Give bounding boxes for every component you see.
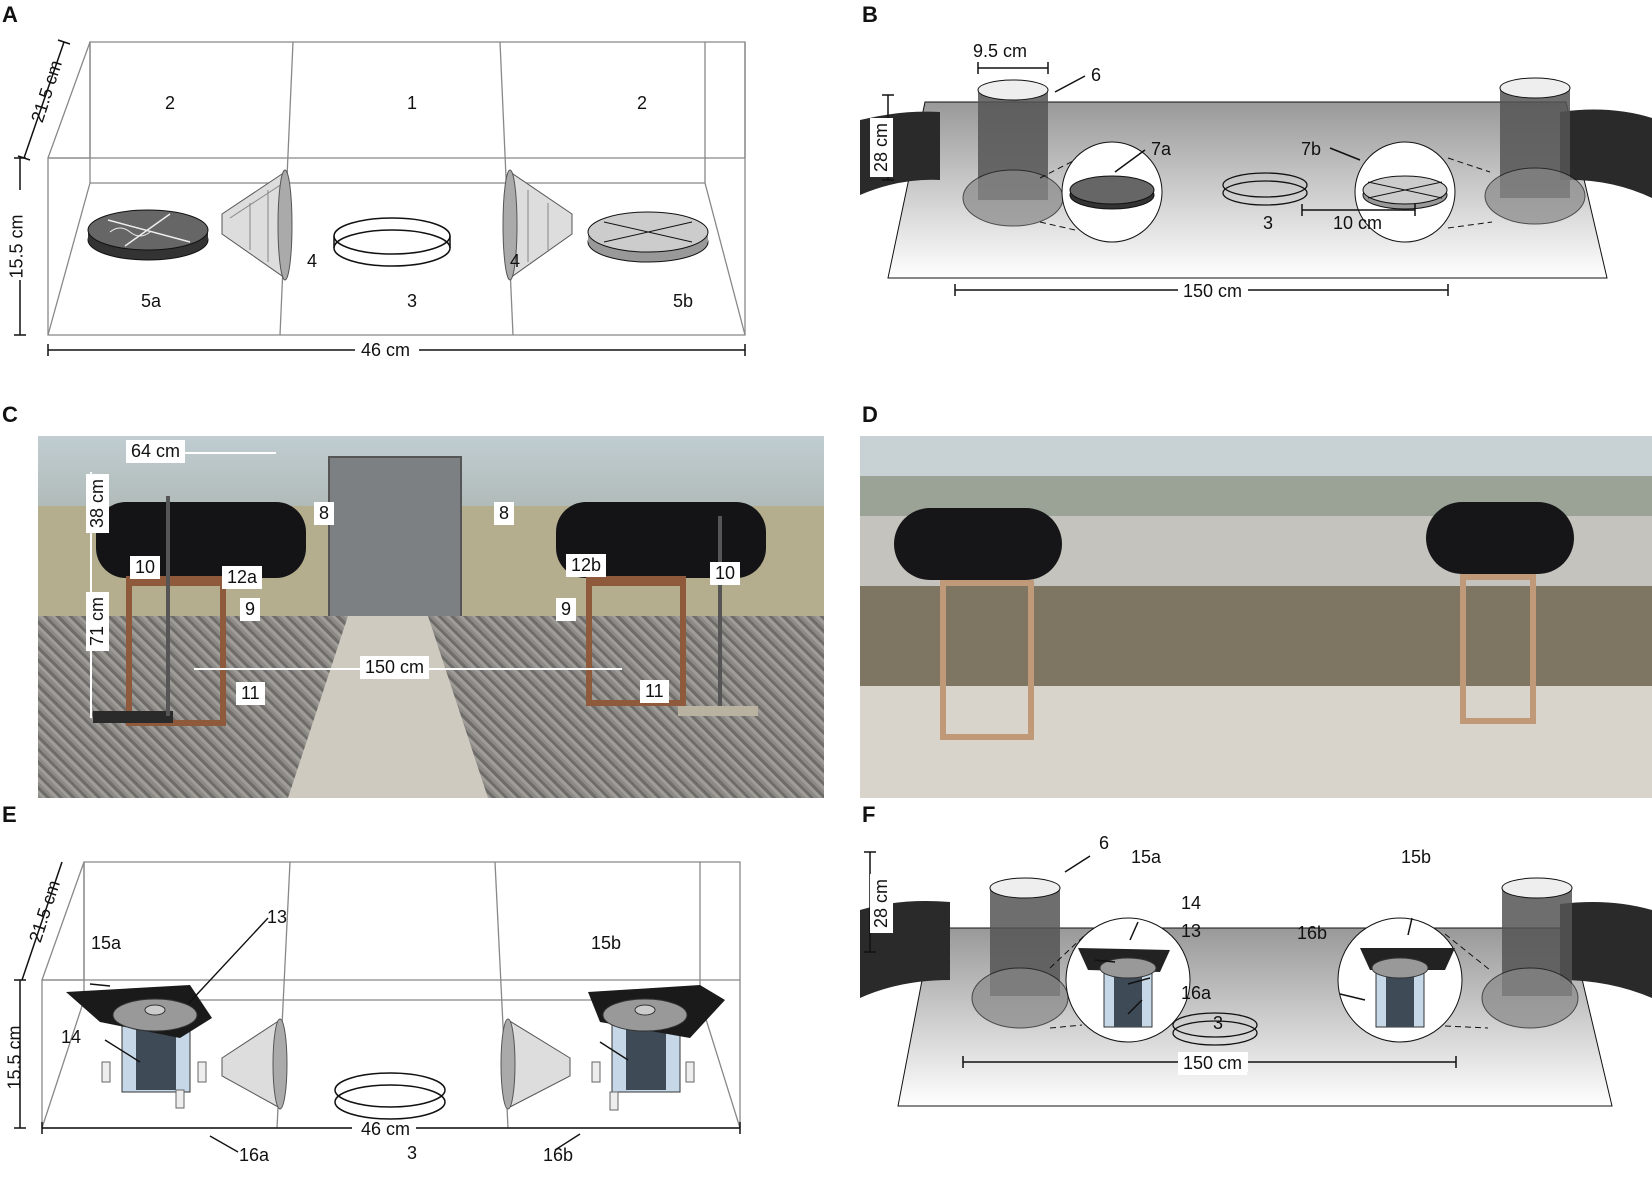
dim-height-e: 15.5 cm	[4, 1025, 25, 1090]
label-16a-e: 16a	[239, 1145, 270, 1165]
label-3-a: 3	[407, 291, 418, 311]
ring-3	[333, 217, 451, 267]
tag-12a: 12a	[222, 566, 263, 589]
tag-8-left: 8	[314, 502, 335, 525]
label-15b-f: 15b	[1401, 847, 1432, 867]
panel-e: E	[0, 800, 800, 1194]
petri-dish-5a	[87, 209, 209, 261]
panel-f: F	[860, 800, 1652, 1194]
label-6-b: 6	[1091, 65, 1102, 85]
cylinder-6-left	[962, 79, 1064, 227]
dim-width-a: 46 cm	[361, 340, 411, 360]
label-15a-f: 15a	[1131, 847, 1162, 867]
cone-4-left	[221, 169, 293, 281]
dim-span-c: 150 cm	[360, 656, 430, 679]
dim-stand-c: 71 cm	[86, 591, 110, 652]
tube-right-d	[1426, 502, 1574, 574]
zone-2-right: 2	[637, 93, 648, 113]
label-6-f: 6	[1099, 833, 1110, 853]
zone-1: 1	[407, 93, 418, 113]
tag-11-left: 11	[236, 682, 265, 705]
panel-label-a: A	[2, 2, 18, 27]
panel-label-e: E	[2, 802, 17, 827]
panel-b: B	[860, 0, 1652, 380]
cylinder-6-right-f	[1481, 877, 1579, 1029]
stand-left-d	[940, 580, 1034, 740]
field-diagram-b	[860, 62, 1652, 300]
ring-3-e	[334, 1072, 446, 1120]
arena-diagram-e	[14, 861, 741, 1153]
label-3-e: 3	[407, 1143, 418, 1163]
tag-9-left: 9	[240, 598, 261, 621]
label-5b: 5b	[673, 291, 694, 311]
panel-a: A	[0, 0, 800, 380]
dim-span-b: 150 cm	[1178, 280, 1248, 303]
stand-right	[586, 576, 686, 706]
panel-label-b: B	[862, 2, 878, 27]
dim-height-f: 28 cm	[870, 873, 894, 934]
dim-length-c: 64 cm	[126, 440, 186, 463]
dim-tube-c: 38 cm	[86, 473, 110, 534]
label-16b-f: 16b	[1297, 923, 1328, 943]
field-photo-d	[860, 436, 1652, 798]
label-15b-e: 15b	[591, 933, 622, 953]
zone-2-left: 2	[165, 93, 176, 113]
label-4-right: 4	[510, 251, 521, 271]
trap-left	[66, 985, 212, 1109]
tag-10-left: 10	[130, 556, 161, 579]
panel-d: D	[840, 400, 1652, 800]
dim-inner-b: 10 cm	[1333, 213, 1383, 233]
label-7b: 7b	[1301, 139, 1322, 159]
stand-right-d	[1460, 574, 1536, 724]
cylinder-6-right	[1484, 77, 1586, 225]
dim-height-b: 28 cm	[870, 117, 894, 178]
panel-c: C 64 cm 38 cm 71 cm 150 cm 8 8 10 10 12a…	[0, 400, 830, 800]
label-14-e: 14	[61, 1027, 82, 1047]
cylinder-6-left-f	[971, 877, 1069, 1029]
label-7a: 7a	[1151, 139, 1172, 159]
field-photo-c	[38, 436, 824, 798]
cone-4-right	[502, 169, 573, 281]
stand-left	[126, 576, 226, 726]
label-14-f: 14	[1181, 893, 1202, 913]
label-15a-e: 15a	[91, 933, 122, 953]
dim-height-a: 15.5 cm	[6, 214, 27, 279]
dim-width-e: 46 cm	[361, 1119, 411, 1139]
panel-label-d: D	[862, 402, 878, 427]
cone-right-e	[500, 1018, 571, 1110]
panel-label-c: C	[2, 402, 18, 427]
tag-9-right: 9	[556, 598, 577, 621]
arena-diagram-a	[12, 39, 746, 360]
label-4-left: 4	[307, 251, 318, 271]
petri-dish-5b	[587, 211, 709, 263]
tag-12b: 12b	[566, 554, 607, 577]
tag-10-right: 10	[710, 562, 741, 585]
label-3-b: 3	[1263, 213, 1274, 233]
tube-left	[96, 502, 306, 578]
cone-left-e	[221, 1018, 288, 1110]
label-5a: 5a	[141, 291, 162, 311]
label-16b-e: 16b	[543, 1145, 574, 1165]
panel-label-f: F	[862, 802, 876, 827]
dim-span-f: 150 cm	[1178, 1052, 1248, 1075]
label-3-f: 3	[1213, 1013, 1224, 1033]
tag-8-right: 8	[494, 502, 515, 525]
dim-diameter-b: 9.5 cm	[973, 41, 1028, 61]
label-13-e: 13	[267, 907, 288, 927]
field-diagram-f	[860, 851, 1652, 1107]
tube-left-d	[894, 508, 1062, 580]
label-16a-f: 16a	[1181, 983, 1212, 1003]
tag-11-right: 11	[640, 680, 669, 703]
label-13-f: 13	[1181, 921, 1202, 941]
